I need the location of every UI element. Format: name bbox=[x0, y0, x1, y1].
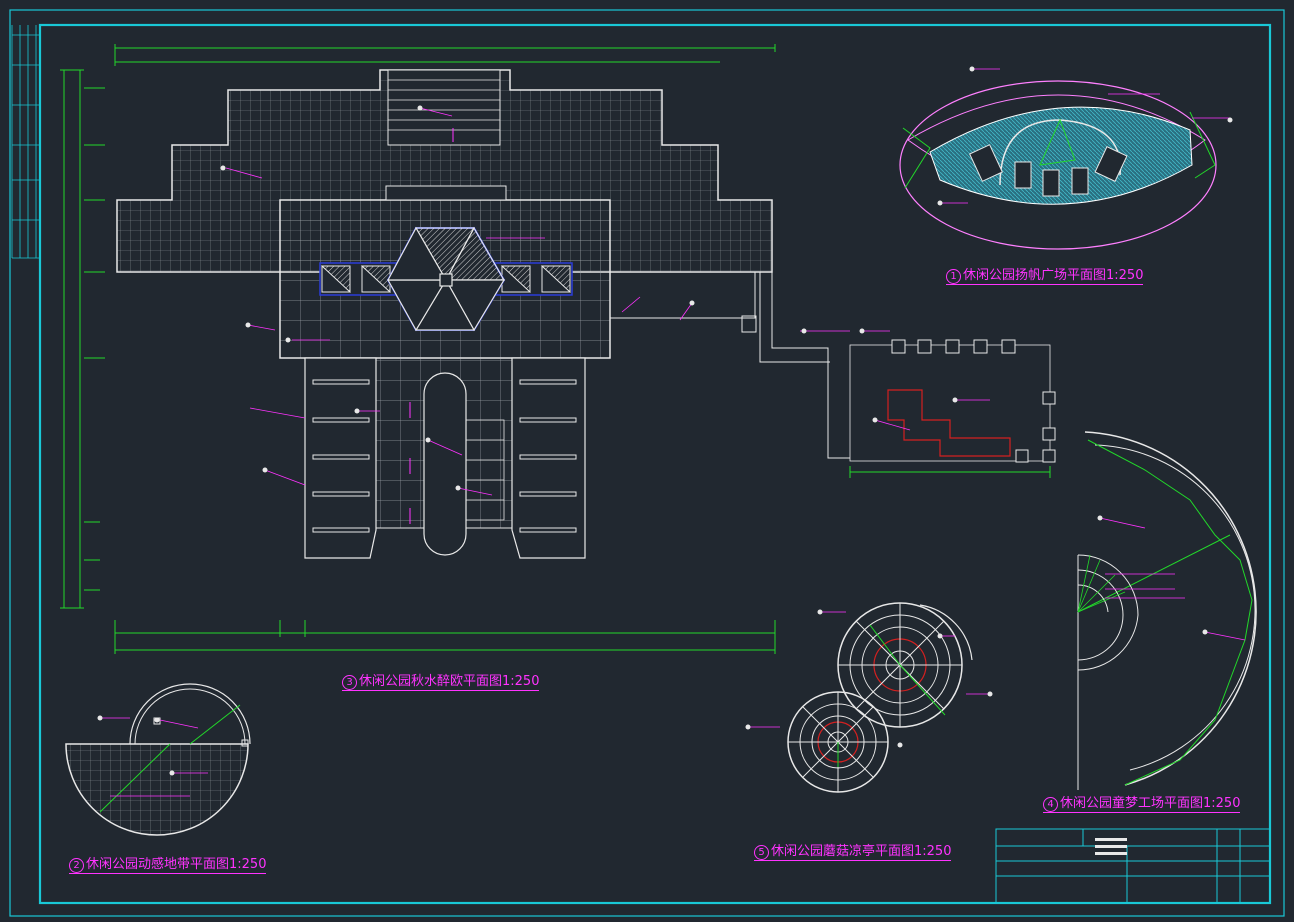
section-markers bbox=[409, 128, 454, 524]
plan-4-title: 4 休闲公园童梦工场平面图1:250 bbox=[1043, 796, 1241, 813]
annotation-bullets bbox=[97, 66, 1233, 776]
red-planter bbox=[887, 389, 1011, 457]
connecting-path bbox=[610, 271, 850, 459]
platforms bbox=[969, 144, 1128, 197]
plan-5-number: 5 bbox=[754, 844, 769, 860]
stair-landing bbox=[385, 185, 507, 201]
pergola-posts bbox=[891, 339, 1056, 463]
plan-4-kids-workshop bbox=[1077, 431, 1257, 790]
plan-5-mushroom-pavilion bbox=[787, 602, 973, 793]
annotation-leaders bbox=[100, 68, 1246, 797]
plan-side-garden bbox=[849, 339, 1056, 478]
benches bbox=[312, 379, 577, 533]
plan-3-title-text: 休闲公园秋水醉欧平面图1:250 bbox=[359, 674, 540, 689]
side-stairs bbox=[465, 419, 505, 521]
plan-2-title-text: 休闲公园动感地带平面图1:250 bbox=[86, 857, 267, 872]
binding-margin bbox=[11, 25, 40, 259]
plan-1-sail-plaza bbox=[899, 80, 1217, 250]
water-pool bbox=[929, 106, 1193, 205]
plan-2-dynamic-zone bbox=[65, 683, 251, 836]
plan-5-title-text: 休闲公园蘑菇凉亭平面图1:250 bbox=[771, 844, 952, 859]
left-wing bbox=[304, 357, 377, 559]
dimension-lines bbox=[60, 44, 776, 654]
plan-2-number: 2 bbox=[69, 857, 84, 873]
plan-5-title: 5 休闲公园蘑菇凉亭平面图1:250 bbox=[754, 844, 952, 861]
right-wing bbox=[511, 357, 586, 559]
plan-4-number: 4 bbox=[1043, 796, 1058, 812]
drawing-frame bbox=[9, 9, 1285, 917]
plan-4-title-text: 休闲公园童梦工场平面图1:250 bbox=[1060, 796, 1241, 811]
oval-pool bbox=[423, 372, 467, 556]
top-stair bbox=[387, 69, 501, 146]
plan-2-title: 2 休闲公园动感地带平面图1:250 bbox=[69, 857, 267, 874]
plan-1-title: 1 休闲公园扬帆广场平面图1:250 bbox=[946, 268, 1144, 285]
plan-3-main-plaza bbox=[60, 44, 850, 654]
title-block bbox=[995, 828, 1271, 904]
hexagon-feature bbox=[386, 226, 506, 332]
plan-1-title-text: 休闲公园扬帆广场平面图1:250 bbox=[963, 268, 1144, 283]
plan-3-number: 3 bbox=[342, 674, 357, 690]
plan-3-title: 3 休闲公园秋水醉欧平面图1:250 bbox=[342, 674, 540, 691]
plan-1-number: 1 bbox=[946, 268, 961, 284]
